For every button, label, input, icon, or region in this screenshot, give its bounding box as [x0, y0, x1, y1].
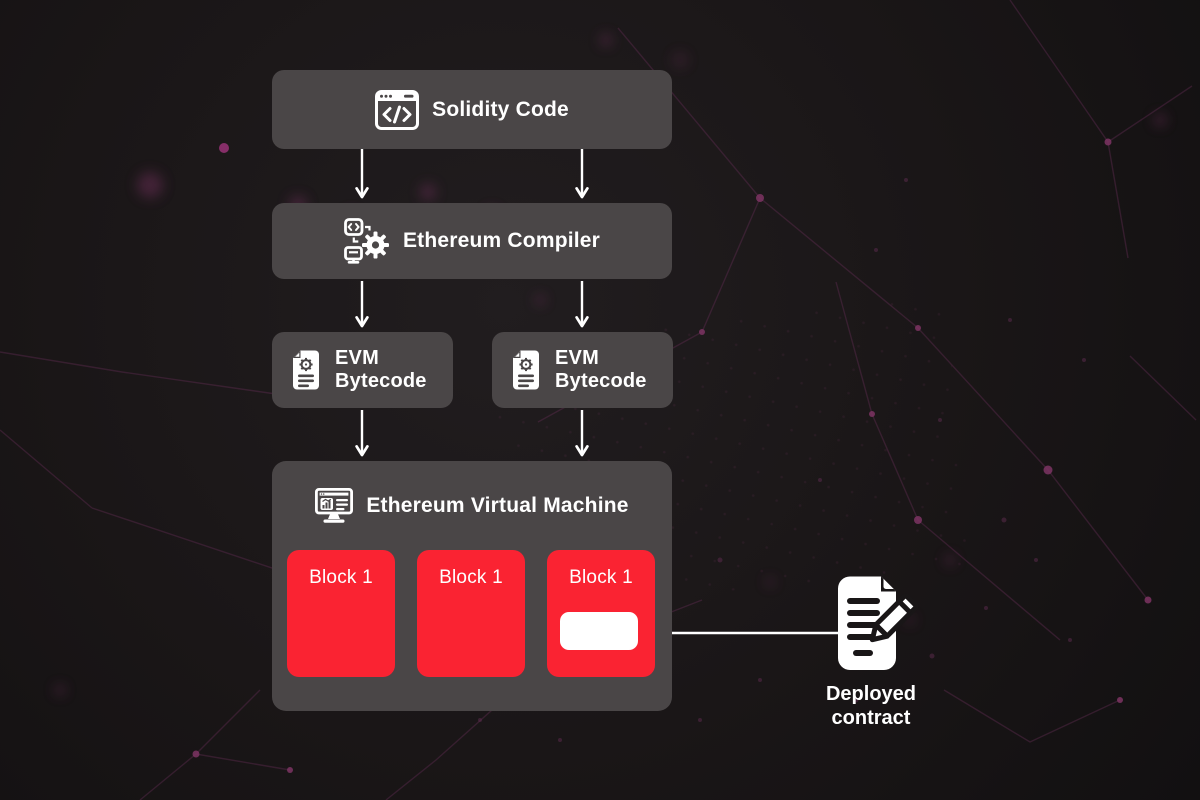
node-evm-bytecode-left: EVM Bytecode — [272, 332, 453, 408]
block-label: Block 1 — [309, 567, 373, 588]
block-label: Block 1 — [439, 567, 503, 588]
bytecode-document-icon — [290, 349, 322, 391]
contract-pencil-icon — [826, 574, 926, 676]
node-solidity-code: Solidity Code — [272, 70, 672, 149]
node-label-evm: Ethereum Virtual Machine — [366, 494, 629, 517]
node-label-bytecode-right: EVM Bytecode — [555, 347, 647, 392]
block-card-1: Block 1 — [287, 550, 395, 677]
deployed-contract-label: Deployed contract — [825, 683, 917, 729]
node-ethereum-compiler: Ethereum Compiler — [272, 203, 672, 279]
block-label: Block 1 — [569, 567, 633, 588]
block-card-2: Block 1 — [417, 550, 525, 677]
node-ethereum-virtual-machine: Ethereum Virtual Machine Block 1 Block 1… — [272, 461, 672, 711]
compiler-gear-icon — [344, 218, 390, 264]
bytecode-document-icon — [510, 349, 542, 391]
block-card-3: Block 1 — [547, 550, 655, 677]
node-label-compiler: Ethereum Compiler — [402, 229, 601, 252]
node-label-solidity: Solidity Code — [432, 97, 569, 121]
evm-header: Ethereum Virtual Machine — [272, 488, 672, 524]
deployed-contract-slot — [560, 612, 638, 650]
code-window-icon — [375, 89, 420, 130]
monitor-chart-icon — [315, 488, 354, 524]
node-label-bytecode-left: EVM Bytecode — [335, 347, 427, 392]
node-evm-bytecode-right: EVM Bytecode — [492, 332, 673, 408]
